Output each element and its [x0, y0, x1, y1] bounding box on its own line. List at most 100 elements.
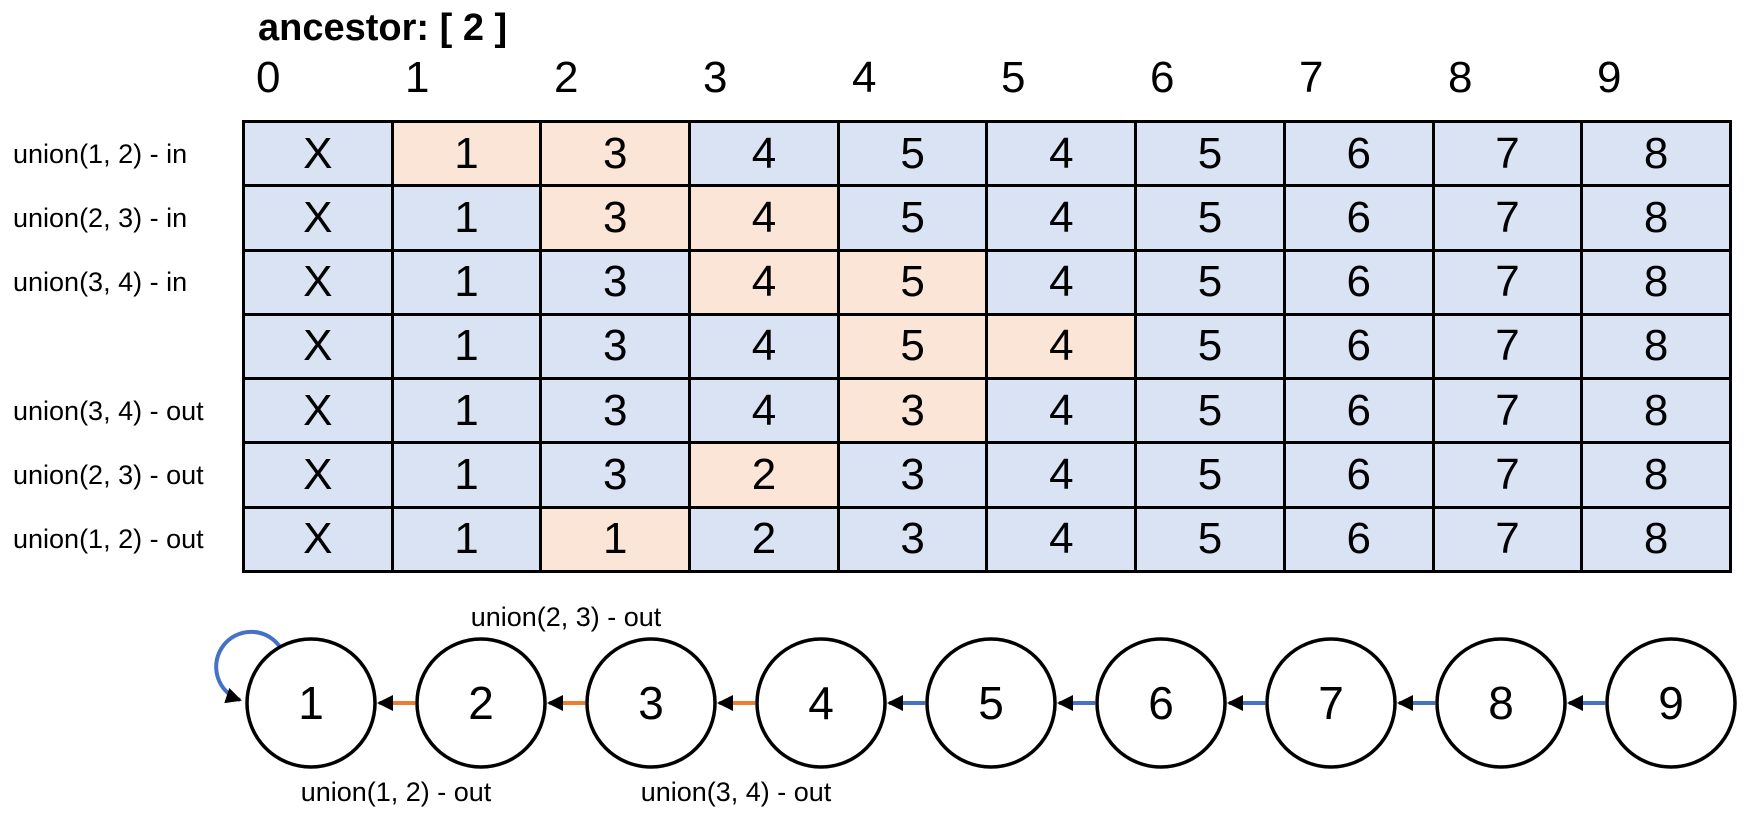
row-label: union(1, 2) - in — [13, 138, 188, 169]
table-cell: 4 — [691, 187, 837, 249]
table-cell: 5 — [1137, 123, 1283, 185]
table-cell: 1 — [393, 251, 540, 313]
table-cell: 3 — [839, 508, 986, 570]
graph-node — [755, 637, 887, 769]
table-cell: X — [245, 251, 391, 313]
table-cell: 4 — [988, 251, 1135, 313]
table-cell: 5 — [1137, 380, 1283, 442]
table-cell: 2 — [691, 508, 837, 570]
column-header: 9 — [1597, 53, 1622, 102]
table-cell: 6 — [1285, 380, 1432, 442]
graph-operation-label: union(2, 3) - out — [471, 602, 662, 632]
graph-labels: union(2, 3) - out union(1, 2) - out union(… — [301, 602, 832, 807]
table-cell: 3 — [542, 123, 689, 185]
column-header: 7 — [1299, 53, 1324, 102]
table-cell: 7 — [1434, 444, 1581, 506]
table-cell: 4 — [691, 251, 837, 313]
graph-node-label: 2 — [468, 677, 494, 729]
table-cell: 5 — [839, 251, 986, 313]
graph-node — [925, 637, 1057, 769]
table-cell: 3 — [839, 380, 986, 442]
table-cell: 8 — [1583, 380, 1729, 442]
column-header: 5 — [1001, 53, 1026, 102]
table-cell: 5 — [839, 187, 986, 249]
column-header: 4 — [852, 53, 877, 102]
graph-operation-label: union(3, 4) - out — [641, 777, 832, 807]
table-cell: 5 — [1137, 187, 1283, 249]
table-cell: 5 — [1137, 315, 1283, 378]
table-cell: 8 — [1583, 123, 1729, 185]
table-cell: 4 — [988, 508, 1135, 570]
table-cell: 7 — [1434, 251, 1581, 313]
table-cell: 4 — [988, 444, 1135, 506]
table-cell: 5 — [1137, 508, 1283, 570]
graph-node-label: 8 — [1488, 677, 1514, 729]
table-cell: 3 — [542, 315, 689, 378]
graph-node — [1605, 637, 1737, 769]
graph-operation-label: union(1, 2) - out — [301, 777, 492, 807]
table-cell: 6 — [1285, 508, 1432, 570]
graph-node-label: 3 — [638, 677, 664, 729]
table-cell: 2 — [691, 444, 837, 506]
column-header: 1 — [405, 53, 430, 102]
row-label: union(2, 3) - out — [13, 460, 204, 490]
graph-node — [245, 637, 377, 769]
table-cell: 1 — [393, 187, 540, 249]
table-cell: 4 — [988, 380, 1135, 442]
column-header: 6 — [1150, 53, 1175, 102]
table-cell: 6 — [1285, 315, 1432, 378]
table-cell: 5 — [839, 315, 986, 378]
column-header: 3 — [703, 53, 728, 102]
table-cell: 5 — [1137, 444, 1283, 506]
column-header: 8 — [1448, 53, 1473, 102]
graph-node — [1265, 637, 1397, 769]
table-cell: 1 — [393, 315, 540, 378]
table-cell: 3 — [542, 380, 689, 442]
graph-node-label: 7 — [1318, 677, 1344, 729]
table-cell: 4 — [691, 380, 837, 442]
table-cell: 3 — [839, 444, 986, 506]
table-cell: 1 — [393, 508, 540, 570]
table-cell: 4 — [988, 123, 1135, 185]
table-cell: 3 — [542, 444, 689, 506]
table-cell: 8 — [1583, 508, 1729, 570]
table-cell: 5 — [1137, 251, 1283, 313]
graph-node — [415, 637, 547, 769]
table-cell: 8 — [1583, 315, 1729, 378]
table-cell: X — [245, 508, 391, 570]
table-cell: 3 — [542, 187, 689, 249]
table-cell: 7 — [1434, 187, 1581, 249]
row-label: union(2, 3) - in — [13, 202, 188, 233]
table-cell: 6 — [1285, 123, 1432, 185]
table-cell: 3 — [542, 251, 689, 313]
graph-node — [1435, 637, 1567, 769]
table-cell: X — [245, 123, 391, 185]
row-label: union(3, 4) - out — [13, 395, 204, 426]
table-cell: 8 — [1583, 187, 1729, 249]
table-cell: 1 — [542, 508, 689, 570]
row-label: union(3, 4) - in — [13, 267, 188, 298]
graph-node-label: 5 — [978, 677, 1004, 729]
graph-node-label: 4 — [808, 677, 834, 729]
table-cell: 7 — [1434, 123, 1581, 185]
table-cell: 4 — [691, 123, 837, 185]
graph-node-label: 1 — [298, 677, 324, 729]
table-cell: 1 — [393, 123, 540, 185]
table-cell: 7 — [1434, 380, 1581, 442]
table-cell: X — [245, 380, 391, 442]
self-loop-arrow — [214, 629, 282, 704]
table-cell: 8 — [1583, 251, 1729, 313]
graph-node — [1095, 637, 1227, 769]
table-cell: 6 — [1285, 444, 1432, 506]
table-cell: 7 — [1434, 315, 1581, 378]
table-cell: 7 — [1434, 508, 1581, 570]
table-cell: X — [245, 444, 391, 506]
table-cell: 5 — [839, 123, 986, 185]
table-cell: 8 — [1583, 444, 1729, 506]
table-cell: 1 — [393, 380, 540, 442]
table-cell: 4 — [988, 315, 1135, 378]
table-cell: X — [245, 315, 391, 378]
table-cell: 6 — [1285, 251, 1432, 313]
